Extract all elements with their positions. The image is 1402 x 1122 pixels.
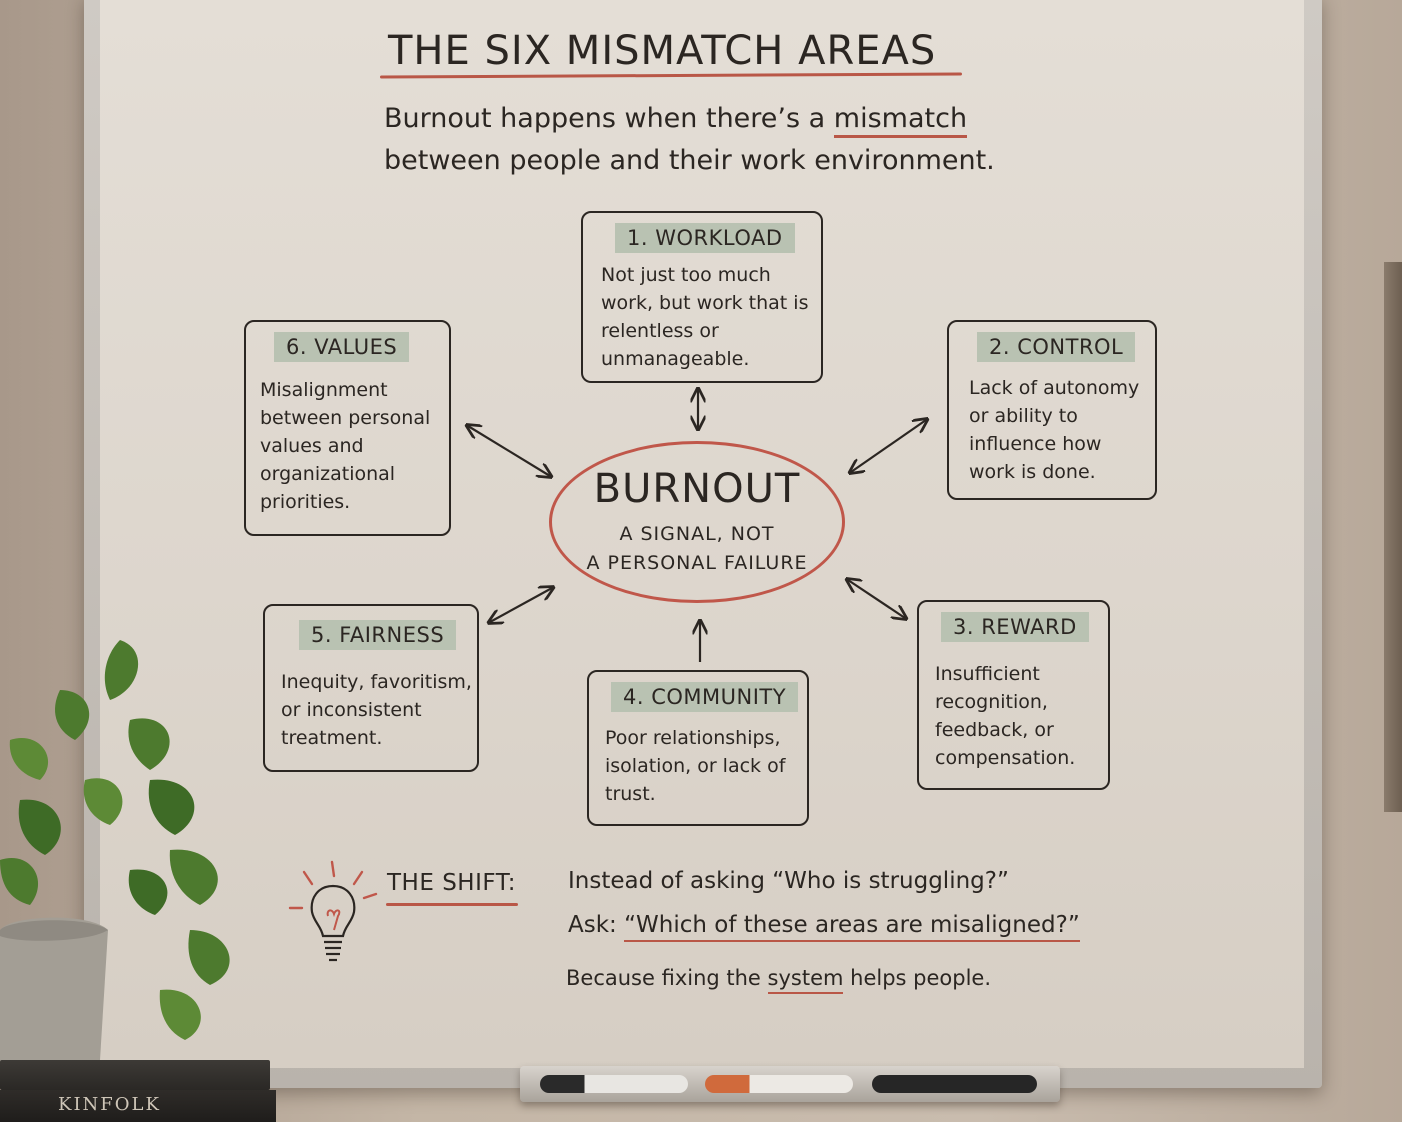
area-label: 1. WORKLOAD [615,223,795,253]
burnout-oval [549,441,845,603]
burnout-subtitle-line1: A SIGNAL, NOT [619,523,775,545]
area-description: Insufficient recognition, feedback, or c… [935,663,1076,769]
area-box-reward: 3. REWARD Insufficient recognition, feed… [917,600,1110,790]
subtitle: Burnout happens when there’s a mismatch … [384,98,995,182]
shift-line-3: Because fixing the system helps people. [566,966,992,994]
subtitle-line1: Burnout happens when there’s a [384,103,826,134]
area-description: Inequity, favoritism, or inconsistent tr… [281,671,472,749]
shift-ask: Ask: [568,912,617,938]
marker-red[interactable] [705,1075,853,1093]
subtitle-line2: between people and their work environmen… [384,145,995,176]
area-description: Misalignment between personal values and… [260,379,431,513]
subtitle-emphasis: mismatch [833,103,968,138]
area-label: 4. COMMUNITY [611,682,799,712]
area-box-control: 2. CONTROL Lack of autonomy or ability t… [947,320,1157,500]
book-spine-text: KINFOLK [58,1094,161,1115]
area-box-workload: 1. WORKLOAD Not just too much work, but … [581,211,823,383]
area-description: Lack of autonomy or ability to influence… [969,377,1140,483]
area-label: 2. CONTROL [977,332,1136,362]
area-label: 3. REWARD [941,612,1089,642]
plant-decoration [0,640,230,1078]
book-bottom [0,1090,276,1122]
marker-dark[interactable] [872,1075,1037,1093]
board-title: THE SIX MISMATCH AREAS [388,28,937,74]
shift-label: THE SHIFT: [387,870,516,896]
book-top [0,1060,270,1090]
area-label: 6. VALUES [274,332,410,362]
burnout-subtitle-line2: A PERSONAL FAILURE [586,552,808,574]
lightbulb-icon [288,860,378,962]
shift-line-2: Ask: “Which of these areas are misaligne… [568,912,1080,942]
shift-underline [386,903,518,906]
shift-question: “Which of these areas are misaligned?” [624,912,1080,942]
burnout-subtitle: A SIGNAL, NOT A PERSONAL FAILURE [549,520,845,578]
shift-because: Because fixing the [566,966,761,990]
area-box-values: 6. VALUES Misalignment between personal … [244,320,451,536]
area-description: Poor relationships, isolation, or lack o… [605,727,786,805]
area-box-community: 4. COMMUNITY Poor relationships, isolati… [587,670,809,826]
area-description: Not just too much work, but work that is… [601,264,809,370]
marker-black[interactable] [540,1075,688,1093]
side-picture-frame [1384,262,1402,812]
shift-system: system [767,966,844,994]
burnout-title: BURNOUT [593,466,801,512]
shift-line-1: Instead of asking “Who is struggling?” [568,868,1009,894]
area-box-fairness: 5. FAIRNESS Inequity, favoritism, or inc… [263,604,479,772]
area-label: 5. FAIRNESS [299,620,457,650]
shift-helps: helps people. [850,966,992,990]
